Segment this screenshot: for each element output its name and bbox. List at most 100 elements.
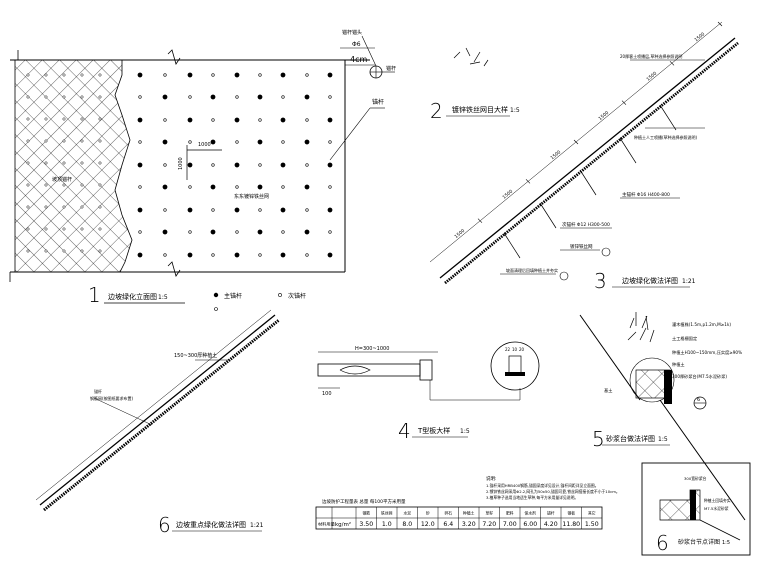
hatch-anchor-dot	[98, 139, 102, 143]
hatch-anchor-dot	[98, 161, 102, 165]
detail3-title: 边坡绿化做法详图	[622, 276, 678, 285]
sub-anchor-dot	[163, 163, 167, 167]
hatch-anchor-dot	[80, 73, 84, 77]
table-header-cell: 其它	[588, 511, 596, 516]
detail-reference-circle	[601, 247, 611, 257]
main-anchor-dot	[304, 184, 310, 190]
t-plate-section	[508, 355, 522, 375]
sub-anchor-dot	[305, 73, 309, 77]
table-header-cell: 锚杆	[547, 511, 555, 516]
hatch-anchor-dot	[26, 161, 30, 165]
hatch-anchor-dot	[98, 117, 102, 121]
main-anchor-dot	[257, 139, 263, 145]
table-value-cell: 7.20	[482, 521, 496, 528]
dimension-tick	[477, 218, 483, 223]
sub-anchor-dot	[305, 163, 309, 167]
hatch-anchor-dot	[80, 227, 84, 231]
main-anchor-dot	[137, 72, 143, 78]
detail3-number: 3	[594, 269, 607, 293]
mesh-sketch	[453, 47, 489, 67]
d5-note4: 种植土	[672, 361, 685, 368]
sub-anchor-dot	[138, 230, 142, 234]
slope-dimension-label: 1500	[549, 149, 562, 161]
main-anchor-dot	[187, 252, 193, 258]
detail4-dim-h: H=300~1000	[355, 346, 389, 352]
anchor-label: 锚杆	[372, 98, 384, 106]
dim-4cm-label: 4cm	[350, 55, 367, 64]
main-anchor-dot	[280, 207, 286, 213]
main-anchor-dot	[187, 207, 193, 213]
hatch-anchor-dot	[44, 117, 48, 121]
legend-main-symbol-under	[214, 307, 218, 311]
d5-circle-no: 6	[697, 397, 700, 403]
main-anchor-dot	[137, 252, 143, 258]
inset-title: 砂浆台节点详图	[678, 538, 720, 546]
hatch-anchor-dot	[44, 249, 48, 253]
table-header-cell: 草籽	[485, 511, 493, 516]
table-note-3: 3.植草种子选用当地适生草种,每平方米用量详见说明。	[486, 495, 578, 500]
main-anchor-dot	[187, 117, 193, 123]
sub-anchor-dot	[188, 230, 192, 234]
inset-detail: 300宽砂浆台 种植土回填夯实 M7.5水泥砂浆 6 砂浆台节点详图 1:5	[641, 462, 751, 556]
detail6-number: 6	[158, 513, 171, 537]
table-note-1: 1.锚杆采用HRB400钢筋,锚固深度详见设计,锚杆间距详见立面图。	[486, 483, 599, 488]
inset-wall	[690, 490, 696, 520]
main-anchor-dot	[327, 207, 333, 213]
sub-anchor-dot	[328, 185, 332, 189]
sub-anchor-dot	[281, 140, 285, 144]
hatch-anchor-dot	[80, 161, 84, 165]
main-anchor-dot	[257, 94, 263, 100]
hatch-anchor-dot	[98, 249, 102, 253]
detail3-scale: 1:21	[682, 278, 696, 285]
detail6-note-left2: 钢筋网(按图纸要求布置)	[90, 395, 134, 401]
leader-line	[329, 107, 371, 161]
inset-frame	[641, 462, 751, 556]
slope-dimension-label: 1500	[501, 189, 514, 201]
hatch-anchor-dot	[62, 73, 66, 77]
quantity-table: 说明: 1.锚杆采用HRB400钢筋,锚固深度详见设计,锚杆间距详见立面图。 2…	[315, 475, 620, 530]
sub-anchor-dot	[163, 73, 167, 77]
t-plate-head	[419, 359, 433, 381]
mesh-label: 东东镀锌铁丝网	[234, 193, 269, 200]
sub-anchor-dot	[235, 185, 239, 189]
detail6-scale: 1:21	[250, 522, 264, 529]
main-anchor-dot	[162, 94, 168, 100]
dimension-tick	[717, 21, 723, 27]
main-anchor-dot	[234, 207, 240, 213]
mesh-detail: 2 镀锌铁丝网目大样 1:5	[430, 47, 520, 123]
main-anchor-dot	[162, 184, 168, 190]
hatch-anchor-dot	[44, 73, 48, 77]
hatch-anchor-dot	[80, 139, 84, 143]
detail3-note-top: 20厚客土喷播层,草种选择参照说明	[620, 53, 682, 59]
slope-outline	[35, 309, 272, 501]
detail6-note-top: 150~300厚种植土	[174, 352, 217, 359]
main-anchor-dot	[327, 117, 333, 123]
hatch-anchor-dot	[80, 117, 84, 121]
hatch-anchor-dot	[80, 183, 84, 187]
hatch-anchor-dot	[26, 249, 30, 253]
table-value-cell: 12.0	[421, 521, 435, 528]
main-anchor-dot	[234, 252, 240, 258]
hatch-area-label: 坡顶锚杆	[52, 176, 72, 183]
table-value-cell: 1.0	[382, 521, 392, 528]
main-anchor-dot	[304, 139, 310, 145]
hatch-anchor-dot	[98, 205, 102, 209]
detail3-note-anchor-main: 主锚杆 Φ16 H400-800	[622, 191, 670, 198]
sub-anchor-dot	[163, 253, 167, 257]
mortar-wall	[664, 370, 672, 404]
main-anchor-dot	[257, 229, 263, 235]
anchor-label-right: 锚杆	[386, 65, 396, 72]
table-header-cell: 钢筋	[362, 511, 370, 516]
table-value-cell: 4.20	[544, 521, 558, 528]
t-circle-label-a: 22	[505, 347, 511, 352]
inset-number: 6	[656, 531, 669, 555]
hatch-anchor-dot	[80, 205, 84, 209]
sub-anchor-dot	[281, 185, 285, 189]
d5-note5: 300厚砂浆台(M7.5水泥砂浆)	[672, 373, 727, 380]
caption-scale: 1:5	[158, 294, 168, 301]
hatch-anchor-dot	[98, 183, 102, 187]
dim-1000-label: 1000	[198, 142, 211, 148]
sub-anchor-dot	[258, 163, 262, 167]
sub-anchor-dot	[258, 253, 262, 257]
table-notes-title: 说明:	[486, 475, 497, 482]
